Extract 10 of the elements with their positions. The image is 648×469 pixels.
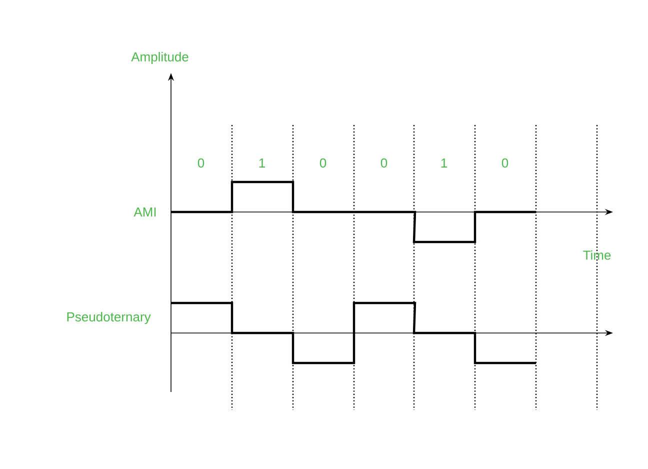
axis-label: Amplitude	[131, 52, 188, 64]
axis-label: Time	[583, 250, 611, 260]
signal-label: Pseudoternary	[67, 312, 151, 324]
bit-label: 0	[320, 158, 326, 168]
bit-label: 1	[441, 158, 447, 168]
signal-label: AMI	[134, 208, 156, 216]
bit-label: 0	[198, 158, 204, 168]
bit-label: 0	[380, 158, 388, 168]
bit-label: 0	[502, 158, 508, 168]
bit-label: 1	[259, 158, 265, 168]
